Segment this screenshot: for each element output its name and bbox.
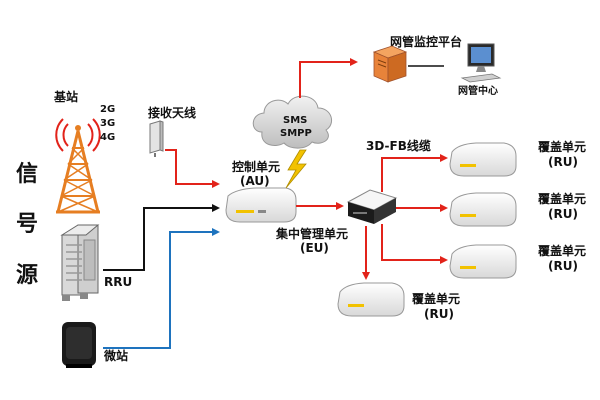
eu-to-ru-top-line: [381, 154, 448, 192]
ru-bottom-code: (RU): [424, 307, 454, 321]
eu-label: 集中管理单元: [275, 226, 348, 241]
cloud-smpp-label: SMPP: [280, 128, 312, 139]
band-4g: 4G: [100, 132, 115, 143]
micro-station-icon: [62, 322, 96, 368]
remote-unit-icon: [337, 282, 405, 317]
network-center-label: 网管中心: [458, 84, 498, 97]
cloud-icon: [252, 95, 333, 149]
ru-lower-label: 覆盖单元: [537, 243, 586, 258]
monitor-platform-label: 网管监控平台: [390, 34, 462, 49]
rru-cabinet-icon: [60, 224, 100, 301]
source-char-1: 信: [16, 161, 38, 187]
cloud-to-monitor-line: [299, 58, 358, 98]
ru-lower-code: (RU): [548, 259, 578, 273]
ru-bottom-label: 覆盖单元: [411, 291, 460, 306]
antenna-label: 接收天线: [148, 105, 196, 120]
ru-top-label: 覆盖单元: [537, 139, 586, 154]
band-2g: 2G: [100, 104, 115, 115]
au-code: (AU): [240, 174, 270, 188]
cloud-sms-label: SMS: [283, 115, 307, 126]
remote-unit-icon: [449, 142, 517, 177]
expansion-unit-icon: [346, 189, 398, 224]
ru-middle-code: (RU): [548, 207, 578, 221]
monitor-computer-icon: [460, 43, 502, 83]
cell-tower-icon: [55, 118, 101, 214]
remote-unit-icon: [449, 244, 517, 279]
rru-to-au-line: [103, 204, 220, 271]
source-char-3: 源: [16, 263, 38, 288]
ru-middle-label: 覆盖单元: [537, 191, 586, 206]
source-char-2: 号: [16, 212, 38, 237]
network-management-icon: [372, 45, 408, 83]
access-unit-icon: [225, 187, 297, 223]
ru-top-code: (RU): [548, 155, 578, 169]
fiber-cable-label: 3D-FB线缆: [366, 138, 431, 153]
au-label: 控制单元: [232, 159, 280, 174]
panel-antenna-icon: [149, 120, 164, 157]
remote-unit-icon: [449, 192, 517, 227]
lightning-icon: [285, 149, 307, 189]
micro-to-au-line: [103, 228, 220, 349]
antenna-to-au-line: [165, 149, 220, 188]
eu-code: (EU): [300, 241, 329, 255]
base-station-label: 基站: [53, 89, 78, 104]
micro-station-label: 微站: [103, 348, 128, 363]
rru-source-label: RRU: [104, 275, 132, 289]
band-3g: 3G: [100, 118, 115, 129]
eu-to-ru-lower-line: [381, 224, 448, 264]
